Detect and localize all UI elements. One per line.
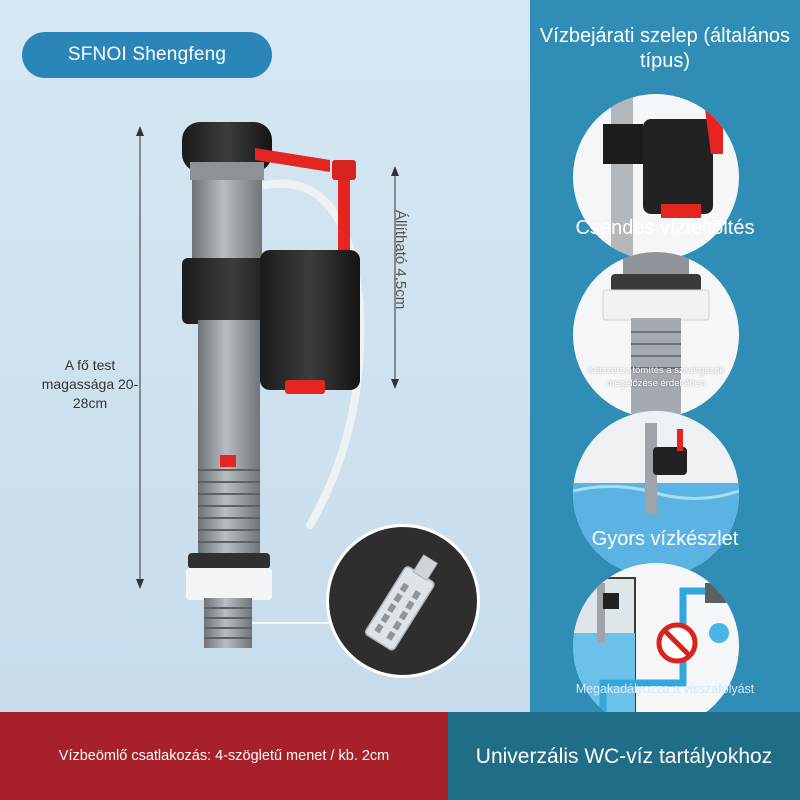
inlet-valve-image	[573, 94, 739, 260]
fill-valve-illustration	[182, 122, 365, 648]
main-body-height-label: A fő test magassága 20-28cm	[41, 357, 139, 411]
feature-title-silent-fill: Csendes vízfeltöltés	[575, 217, 755, 239]
seal-image	[573, 252, 739, 418]
water-fill-image	[573, 411, 739, 577]
universal-fit-banner: Univerzális WC-víz tartályokhoz	[448, 712, 800, 800]
backflow-image	[573, 563, 739, 729]
filter-inset-image	[326, 524, 480, 678]
seal-caption: Kétszeres tömítés a szivárgások megelőzé…	[587, 365, 725, 389]
feature-title-inlet-valve: Vízbejárati szelep (általános típus)	[539, 25, 791, 72]
brand-badge: SFNOI Shengfeng	[22, 32, 272, 78]
backflow-caption: Megakadályozza a visszafolyást	[575, 682, 755, 696]
dimension-lines	[136, 126, 399, 627]
feature-title-fast-refill: Gyors vízkészlet	[591, 528, 739, 550]
inlet-connection-banner: Vízbeömlő csatlakozás: 4-szögletű menet …	[0, 712, 448, 800]
